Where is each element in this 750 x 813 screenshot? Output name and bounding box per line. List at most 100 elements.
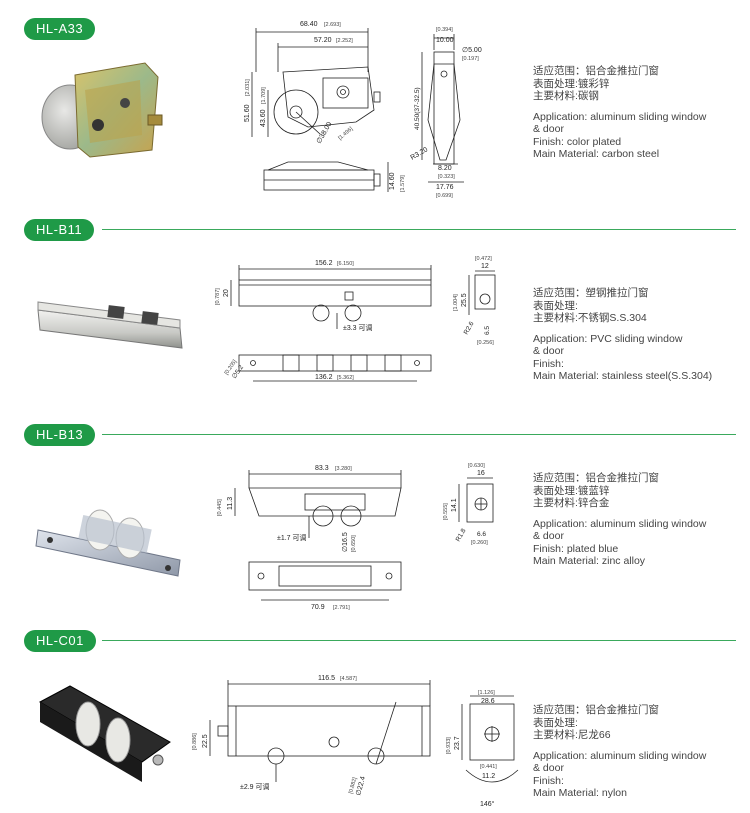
spec-en-material: Main Material: zinc alloy	[533, 555, 646, 567]
section-header: HL-A33	[24, 18, 736, 40]
spec-cn-material: 主要材料:碳钢	[533, 90, 599, 102]
dim-width-inch: [1.126]	[478, 690, 495, 696]
dim-width-inch: [0.630]	[468, 463, 485, 469]
spec-cn-material: 主要材料:锌合金	[533, 497, 610, 509]
dim-holes: 70.9	[311, 604, 325, 611]
dim-top-width-inch: [0.394]	[436, 27, 453, 33]
product-specs: 适应范围：铝合金推拉门窗 表面处理: 主要材料:尼龙66 Application…	[533, 704, 706, 800]
dim-overall-inch: [3.280]	[335, 466, 352, 472]
dim-side-b: 6.6	[477, 531, 486, 538]
spec-en-material: Main Material: carbon steel	[533, 148, 660, 160]
dim-height-inch: [2.031]	[245, 79, 251, 96]
dim-radius: R3.20	[410, 146, 430, 161]
dim-holes-inch: [5.362]	[337, 375, 354, 381]
section-divider	[102, 640, 736, 641]
dim-groove: 8.20	[438, 165, 452, 172]
spec-en-application-door: & door	[533, 530, 564, 542]
dim-height: 11.3	[227, 497, 234, 510]
dim-width: 16	[477, 470, 485, 477]
product-section-hl-a33: HL-A33 68.40 [2.693] 57.20 [2.252]	[0, 0, 750, 200]
dim-groove-inch: [0.323]	[438, 174, 455, 180]
spec-cn-application: 适应范围：塑钢推拉门窗	[533, 287, 649, 299]
dim-side-r: R1.8	[455, 527, 468, 543]
product-photo-hl-c01	[38, 685, 171, 782]
product-photo-hl-a33	[41, 62, 163, 158]
dim-side-h-inch: [0.555]	[443, 503, 449, 520]
dim-side-h-inch: [1.004]	[453, 294, 459, 311]
dim-height2-inch: [1.709]	[261, 87, 267, 104]
dim-adjust: ±3.3 可调	[343, 323, 373, 332]
section-header: HL-C01	[24, 630, 736, 652]
dim-overall: 156.2	[315, 260, 333, 267]
spec-cn-finish: 表面处理:	[533, 716, 578, 729]
product-specs: 适应范围：塑钢推拉门窗 表面处理: 主要材料:不锈钢S.S.304 Applic…	[533, 287, 712, 383]
dim-top-width: 10.00	[436, 37, 454, 44]
spec-cn-application: 适应范围：铝合金推拉门窗	[533, 704, 659, 716]
product-section-hl-b11: HL-B11 156.2 [6.150] 20 [0.787] ±3.3 可调 …	[0, 200, 750, 410]
dim-wheel-inch: [0.882]	[348, 776, 358, 794]
spec-en-application: Application: aluminum sliding window	[533, 749, 707, 762]
dim-overall: 68.40	[300, 21, 318, 28]
spec-cn-finish: 表面处理:镀彩锌	[533, 77, 610, 90]
spec-en-application-door: & door	[533, 762, 564, 774]
technical-drawing-hl-b13: 83.3 [3.280] 11.3 [0.445] ±1.7 可调 ∅16.5 …	[217, 463, 494, 611]
dim-width-inch: [0.472]	[475, 256, 492, 262]
dim-base: 17.76	[436, 184, 454, 191]
dim-side-b: 6.5	[484, 326, 491, 335]
dim-side-b-inch: [0.441]	[480, 764, 497, 770]
spec-en-application: Application: aluminum sliding window	[533, 110, 707, 123]
spec-cn-finish: 表面处理:	[533, 299, 578, 312]
section-header: HL-B11	[24, 219, 736, 241]
spec-cn-material: 主要材料:尼龙66	[533, 729, 611, 741]
product-code-badge: HL-C01	[24, 630, 96, 652]
spec-en-application: Application: aluminum sliding window	[533, 517, 707, 530]
dim-height-inch: [0.886]	[192, 733, 198, 750]
dim-inner: 57.20	[314, 37, 332, 44]
product-photo-hl-b13	[35, 509, 181, 577]
technical-drawing-hl-b11: 156.2 [6.150] 20 [0.787] ±3.3 可调 136.2 […	[215, 256, 496, 382]
dim-side-h: 14.1	[451, 498, 458, 512]
technical-drawing-hl-c01: 116.5 [4.587] 22.5 [0.886] ±2.9 可调 ∅22.4…	[192, 675, 519, 808]
dim-side-b-inch: [0.260]	[471, 540, 488, 546]
dim-inner-inch: [2.252]	[336, 38, 353, 44]
spec-en-application: Application: PVC sliding window	[533, 332, 683, 345]
dim-wheel-inch: [0.650]	[351, 535, 357, 552]
dim-side-b-inch: [0.256]	[477, 340, 494, 346]
technical-drawing-hl-a33: 68.40 [2.693] 57.20 [2.252] 51.60 [2.031…	[244, 21, 482, 199]
dim-wheel: ∅16.5	[342, 532, 349, 552]
product-code-badge: HL-A33	[24, 18, 96, 40]
spec-cn-application: 适应范围：铝合金推拉门窗	[533, 65, 659, 77]
dim-base-inch: [0.699]	[436, 193, 453, 199]
dim-height2: 43.60	[260, 109, 267, 127]
section-divider	[102, 229, 736, 230]
spec-en-material: Main Material: nylon	[533, 787, 627, 799]
spec-en-finish: Finish: color plated	[533, 135, 622, 148]
product-specs: 适应范围：铝合金推拉门窗 表面处理:镀蓝锌 主要材料:锌合金 Applicati…	[533, 472, 706, 568]
spec-en-material: Main Material: stainless steel(S.S.304)	[533, 370, 713, 382]
dim-overall-inch: [4.587]	[340, 676, 357, 682]
product-photo-hl-b11	[37, 301, 183, 349]
section-divider	[102, 434, 736, 435]
dim-overall-inch: [6.150]	[337, 261, 354, 267]
dim-thick-inch: [1.579]	[400, 175, 406, 192]
dim-width: 12	[481, 263, 489, 270]
product-code-badge: HL-B11	[24, 219, 95, 241]
spec-en-application-door: & door	[533, 345, 564, 357]
dim-thick: 14.60	[389, 172, 396, 190]
dim-wheel-inch: [1.496]	[337, 126, 354, 142]
spec-en-finish: Finish:	[533, 357, 564, 370]
product-section-hl-b13: HL-B13 83.3 [3.280] 11.3 [0.445] ±1.7 可调…	[0, 410, 750, 620]
dim-side-b: 11.2	[482, 773, 495, 780]
product-code-badge: HL-B13	[24, 424, 96, 446]
dim-height: 51.60	[244, 104, 251, 122]
section-header: HL-B13	[24, 424, 736, 446]
dim-angle: 146°	[480, 800, 495, 808]
dim-height: 20	[223, 289, 230, 297]
dim-adjust: ±1.7 可调	[277, 533, 307, 542]
dim-width: 28.6	[481, 698, 495, 705]
spec-cn-finish: 表面处理:镀蓝锌	[533, 484, 610, 497]
dim-adjust: ±2.9 可调	[240, 782, 270, 791]
dim-wheel: ∅22.4	[355, 776, 367, 797]
spec-en-application-door: & door	[533, 123, 564, 135]
dim-side-h: 23.7	[454, 736, 461, 750]
